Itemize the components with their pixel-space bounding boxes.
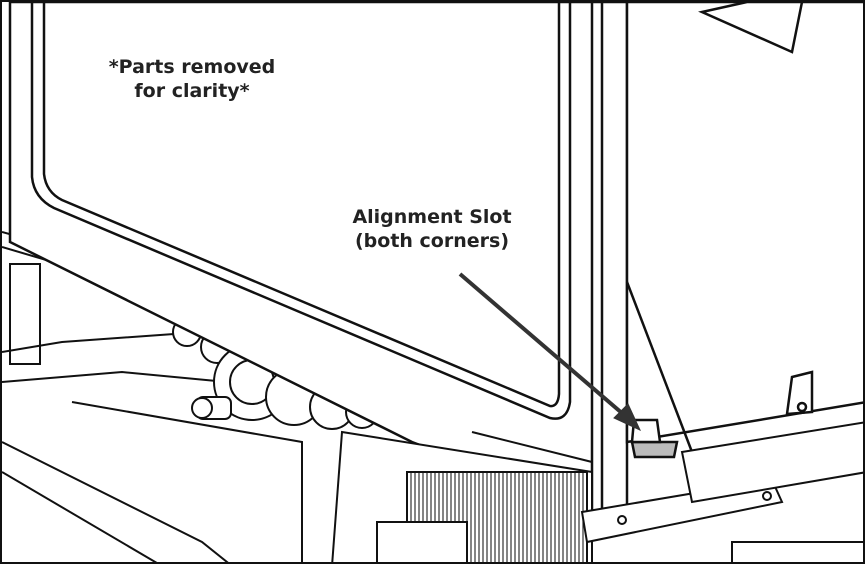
- parts-removed-note: *Parts removed for clarity*: [62, 55, 322, 103]
- callout-arrow: [458, 272, 642, 432]
- callout-subtitle: (both corners): [354, 230, 510, 252]
- alignment-slot-callout: Alignment Slot (both corners): [302, 205, 562, 253]
- lower-base: [331, 421, 863, 562]
- note-line-2: for clarity*: [134, 80, 250, 102]
- alignment-slot: [630, 418, 679, 459]
- note-line-1: *Parts removed: [108, 56, 276, 78]
- right-column: [590, 2, 863, 514]
- callout-title: Alignment Slot: [352, 206, 512, 228]
- chassis-left: [2, 231, 423, 562]
